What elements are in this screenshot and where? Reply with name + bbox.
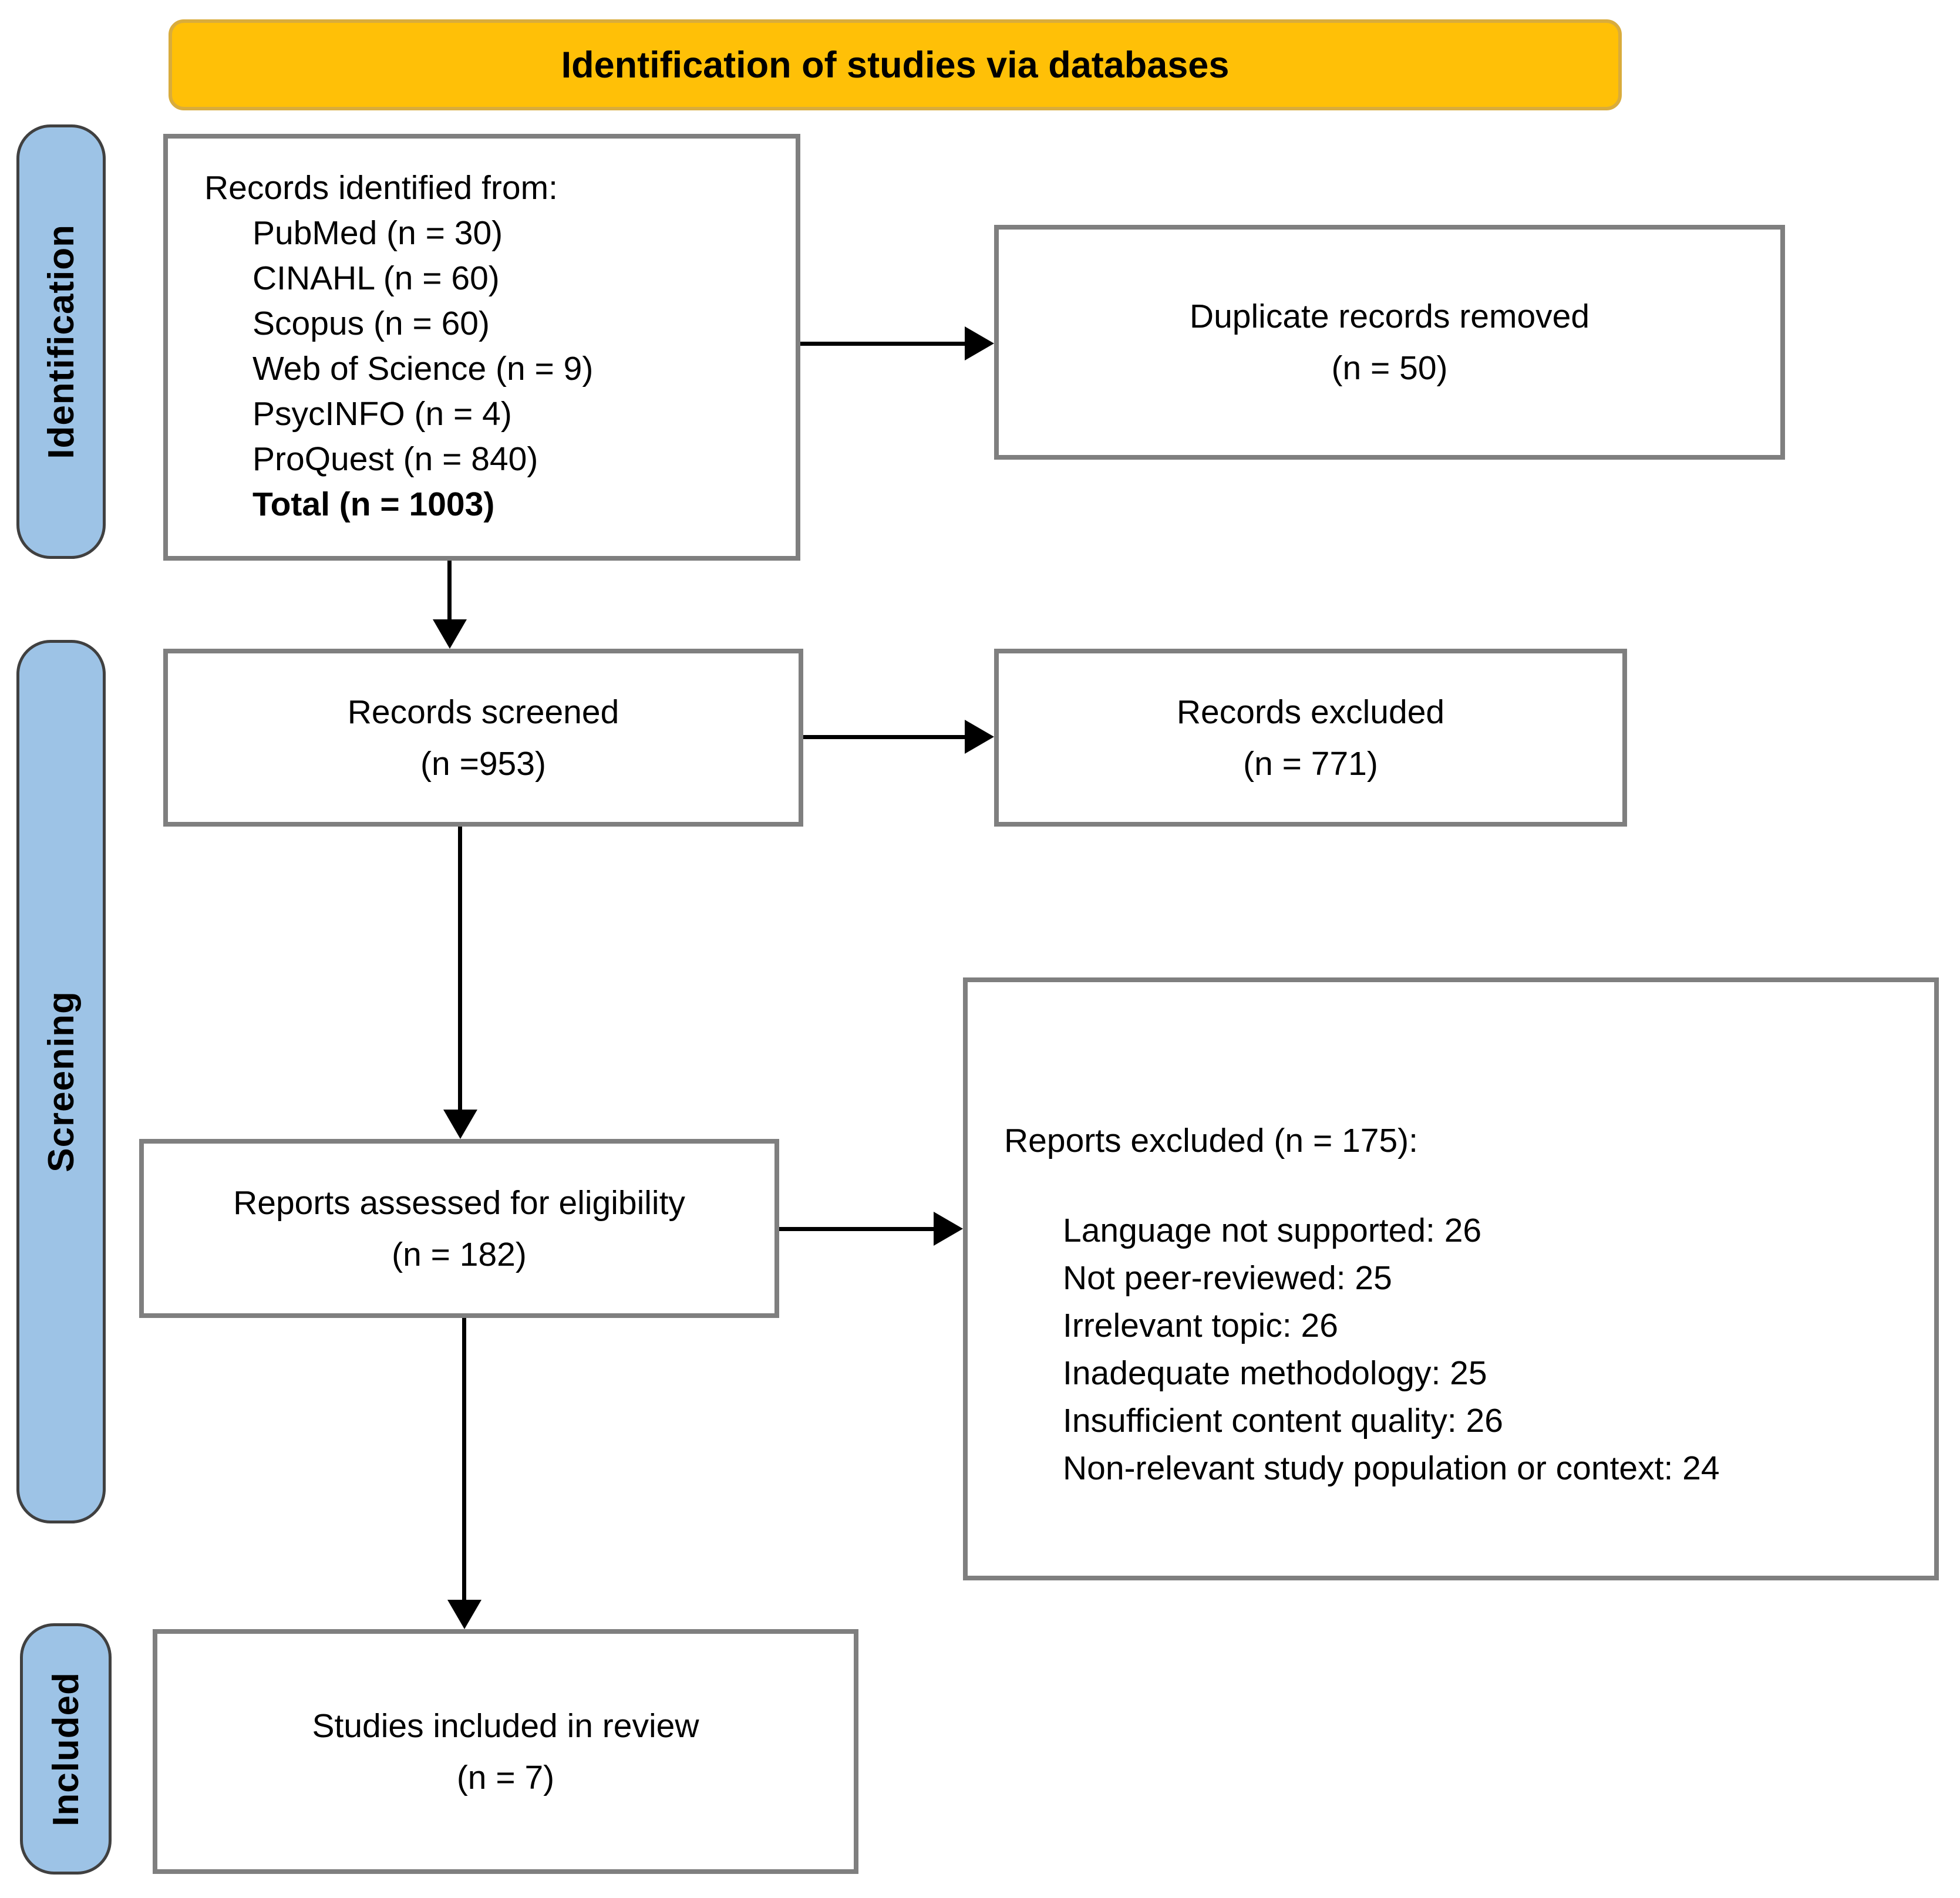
duplicates-removed-box: Duplicate records removed (n = 50) (994, 225, 1785, 460)
arrow-assessed-to-included-head (447, 1600, 481, 1629)
arrow-identified-to-screened-line (447, 561, 452, 621)
duplicates-removed-line1: Duplicate records removed (1189, 298, 1590, 335)
reports-excluded-box: Reports excluded (n = 175): Language not… (963, 977, 1939, 1580)
reason-insufficient-quality: Insufficient content quality: 26 (1063, 1402, 1503, 1439)
records-excluded-count: (n = 771) (1243, 744, 1378, 783)
reports-assessed-box: Reports assessed for eligibility (n = 18… (139, 1139, 779, 1318)
arrow-identified-to-screened-head (433, 619, 467, 649)
arrow-screened-to-excluded-head (965, 720, 994, 754)
duplicates-removed-count: (n = 50) (1331, 349, 1448, 387)
arrow-assessed-to-reports-excluded-head (934, 1212, 963, 1246)
arrow-assessed-to-reports-excluded-line (779, 1227, 935, 1231)
studies-included-line1: Studies included in review (312, 1707, 699, 1745)
records-screened-box: Records screened (n =953) (163, 649, 803, 827)
records-identified-total: Total (n = 1003) (252, 486, 495, 523)
source-scopus: Scopus (n = 60) (252, 305, 490, 342)
header-title: Identification of studies via databases (561, 44, 1230, 86)
stage-label-included-text: Included (45, 1671, 86, 1826)
studies-included-count: (n = 7) (456, 1758, 555, 1796)
reason-irrelevant-topic: Irrelevant topic: 26 (1063, 1307, 1338, 1344)
arrow-assessed-to-included-line (462, 1318, 466, 1602)
stage-label-identification: Identification (16, 124, 106, 559)
arrow-identified-to-duplicates-line (800, 342, 966, 346)
reports-assessed-line1: Reports assessed for eligibility (233, 1184, 685, 1222)
records-screened-count: (n =953) (420, 744, 546, 783)
stage-label-included: Included (20, 1623, 112, 1875)
reason-not-peer-reviewed: Not peer-reviewed: 25 (1063, 1259, 1392, 1297)
records-excluded-box: Records excluded (n = 771) (994, 649, 1627, 827)
source-pubmed: PubMed (n = 30) (252, 214, 503, 252)
reports-excluded-reasons: Language not supported: 26 Not peer-revi… (1004, 1207, 1922, 1492)
header-banner: Identification of studies via databases (169, 19, 1622, 110)
stage-label-screening-text: Screening (41, 991, 82, 1172)
studies-included-box: Studies included in review (n = 7) (153, 1629, 858, 1874)
stage-label-screening: Screening (16, 640, 106, 1523)
records-excluded-line1: Records excluded (1176, 693, 1445, 731)
arrow-identified-to-duplicates-head (965, 326, 994, 360)
records-screened-line1: Records screened (347, 693, 619, 731)
reports-assessed-count: (n = 182) (392, 1235, 527, 1273)
source-proquest: ProQuest (n = 840) (252, 440, 538, 478)
records-identified-box: Records identified from: PubMed (n = 30)… (163, 134, 800, 561)
reason-inadequate-methodology: Inadequate methodology: 25 (1063, 1354, 1487, 1392)
reason-language: Language not supported: 26 (1063, 1212, 1482, 1249)
arrow-screened-to-excluded-line (803, 735, 966, 739)
stage-label-identification-text: Identification (41, 224, 82, 459)
records-identified-intro: Records identified from: (204, 169, 558, 207)
source-cinahl: CINAHL (n = 60) (252, 259, 500, 297)
reports-excluded-heading: Reports excluded (n = 175): (1004, 1122, 1418, 1159)
source-psycinfo: PsycINFO (n = 4) (252, 395, 512, 433)
source-web-of-science: Web of Science (n = 9) (252, 350, 594, 387)
arrow-screened-to-assessed-head (443, 1110, 477, 1139)
arrow-screened-to-assessed-line (458, 827, 462, 1111)
reason-non-relevant-population: Non-relevant study population or context… (1063, 1449, 1720, 1487)
